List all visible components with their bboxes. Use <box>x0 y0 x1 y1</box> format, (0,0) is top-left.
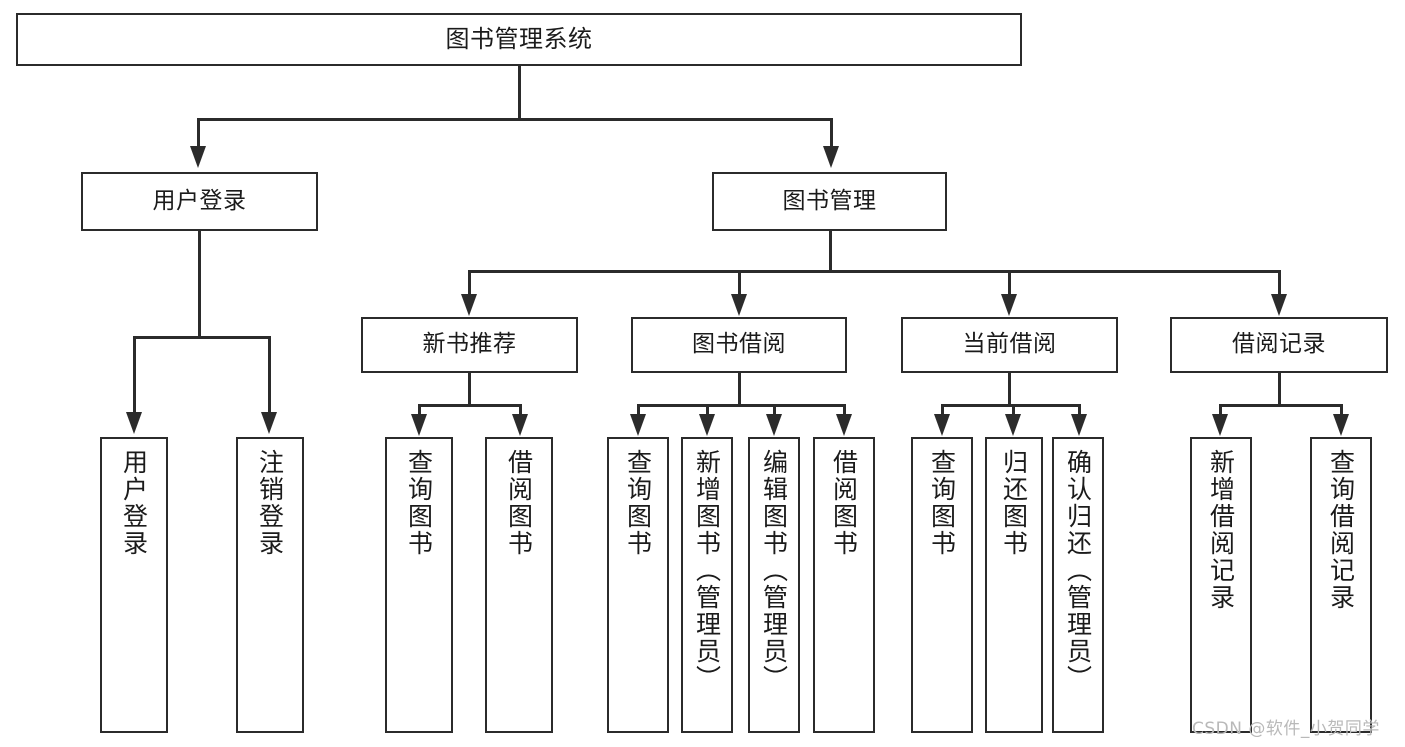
node-leaf-query-book-a-label: 查询图书 <box>404 449 434 557</box>
arrow-cb-leaf-3 <box>1071 414 1087 436</box>
connector-bb-leaf-3 <box>773 404 776 416</box>
arrow-bb-leaf-4 <box>836 414 852 436</box>
node-current-borrow-label: 当前借阅 <box>962 331 1057 358</box>
node-leaf-edit-book[interactable]: 编辑图书（管理员） <box>748 437 800 733</box>
node-borrow-record[interactable]: 借阅记录 <box>1170 317 1388 373</box>
connector-bb-leaf-2 <box>706 404 709 416</box>
node-leaf-add-book-label: 新增图书（管理员） <box>692 449 722 692</box>
node-user-login[interactable]: 用户登录 <box>81 172 318 231</box>
arrow-br-leaf-2 <box>1333 414 1349 436</box>
node-leaf-return-book[interactable]: 归还图书 <box>985 437 1043 733</box>
node-leaf-confirm-return[interactable]: 确认归还（管理员） <box>1052 437 1104 733</box>
node-leaf-edit-book-label: 编辑图书（管理员） <box>759 449 789 692</box>
node-leaf-query-book-c[interactable]: 查询图书 <box>911 437 973 733</box>
connector-user-login-to-leaf-2 <box>268 336 271 415</box>
arrow-root-to-book-manage <box>823 146 839 168</box>
node-root[interactable]: 图书管理系统 <box>16 13 1022 66</box>
connector-bb-leaf-1 <box>637 404 640 416</box>
node-leaf-borrow-book-a[interactable]: 借阅图书 <box>485 437 553 733</box>
connector-book-borrow-bus <box>637 404 845 407</box>
connector-borrow-record-bus <box>1219 404 1342 407</box>
node-leaf-logout[interactable]: 注销登录 <box>236 437 304 733</box>
connector-root-bus <box>197 118 832 121</box>
connector-to-book-borrow <box>738 270 741 295</box>
arrow-br-leaf-1 <box>1212 414 1228 436</box>
node-leaf-query-record[interactable]: 查询借阅记录 <box>1310 437 1372 733</box>
node-leaf-borrow-book-b-label: 借阅图书 <box>829 449 859 557</box>
node-book-manage[interactable]: 图书管理 <box>712 172 947 231</box>
node-leaf-borrow-book-b[interactable]: 借阅图书 <box>813 437 875 733</box>
node-leaf-query-record-label: 查询借阅记录 <box>1326 449 1356 611</box>
arrow-bb-leaf-1 <box>630 414 646 436</box>
node-user-login-label: 用户登录 <box>152 187 247 214</box>
connector-new-book-recommend-stem <box>468 373 471 405</box>
arrow-user-login-to-leaf-1 <box>126 412 142 434</box>
arrow-cb-leaf-2 <box>1005 414 1021 436</box>
arrow-user-login-to-leaf-2 <box>261 412 277 434</box>
connector-book-manage-bus <box>468 270 1280 273</box>
node-leaf-query-book-b[interactable]: 查询图书 <box>607 437 669 733</box>
connector-current-borrow-bus <box>941 404 1080 407</box>
connector-nbr-leaf-2 <box>519 404 522 416</box>
arrow-bb-leaf-3 <box>766 414 782 436</box>
connector-book-borrow-stem <box>738 373 741 405</box>
connector-nbr-leaf-1 <box>418 404 421 416</box>
connector-to-current-borrow <box>1008 270 1011 295</box>
arrow-cb-leaf-1 <box>934 414 950 436</box>
connector-user-login-bus <box>133 336 270 339</box>
csdn-watermark: CSDN @软件_小贺同学 <box>1192 719 1380 739</box>
node-leaf-user-login[interactable]: 用户登录 <box>100 437 168 733</box>
connector-cb-leaf-1 <box>941 404 944 416</box>
connector-new-book-recommend-bus <box>418 404 521 407</box>
arrow-root-to-user-login <box>190 146 206 168</box>
connector-cb-leaf-2 <box>1012 404 1015 416</box>
node-leaf-return-book-label: 归还图书 <box>999 449 1029 557</box>
arrow-to-borrow-record <box>1271 294 1287 316</box>
connector-br-leaf-2 <box>1340 404 1343 416</box>
node-leaf-logout-label: 注销登录 <box>255 449 285 557</box>
node-leaf-add-book[interactable]: 新增图书（管理员） <box>681 437 733 733</box>
node-book-manage-label: 图书管理 <box>782 187 877 214</box>
node-leaf-user-login-label: 用户登录 <box>119 449 149 557</box>
arrow-to-book-borrow <box>731 294 747 316</box>
arrow-nbr-leaf-2 <box>512 414 528 436</box>
arrow-bb-leaf-2 <box>699 414 715 436</box>
connector-cb-leaf-3 <box>1078 404 1081 416</box>
node-book-borrow[interactable]: 图书借阅 <box>631 317 847 373</box>
arrow-nbr-leaf-1 <box>411 414 427 436</box>
connector-root-stem <box>518 66 521 118</box>
connector-root-to-book-manage <box>830 118 833 146</box>
node-leaf-query-book-b-label: 查询图书 <box>623 449 653 557</box>
node-leaf-add-record[interactable]: 新增借阅记录 <box>1190 437 1252 733</box>
connector-bb-leaf-4 <box>843 404 846 416</box>
arrow-to-new-book-recommend <box>461 294 477 316</box>
connector-book-manage-stem <box>829 231 832 271</box>
node-borrow-record-label: 借阅记录 <box>1232 331 1326 358</box>
connector-borrow-record-stem <box>1278 373 1281 405</box>
connector-user-login-to-leaf-1 <box>133 336 136 415</box>
connector-to-borrow-record <box>1278 270 1281 295</box>
node-new-book-recommend-label: 新书推荐 <box>422 331 517 358</box>
node-leaf-query-book-a[interactable]: 查询图书 <box>385 437 453 733</box>
node-book-borrow-label: 图书借阅 <box>692 331 786 358</box>
arrow-to-current-borrow <box>1001 294 1017 316</box>
node-root-label: 图书管理系统 <box>445 25 593 54</box>
connector-br-leaf-1 <box>1219 404 1222 416</box>
node-new-book-recommend[interactable]: 新书推荐 <box>361 317 578 373</box>
node-leaf-confirm-return-label: 确认归还（管理员） <box>1063 449 1093 692</box>
connector-root-to-user-login <box>197 118 200 146</box>
node-leaf-query-book-c-label: 查询图书 <box>927 449 957 557</box>
node-current-borrow[interactable]: 当前借阅 <box>901 317 1118 373</box>
connector-current-borrow-stem <box>1008 373 1011 405</box>
node-leaf-borrow-book-a-label: 借阅图书 <box>504 449 534 557</box>
node-leaf-add-record-label: 新增借阅记录 <box>1206 449 1236 611</box>
connector-user-login-stem <box>198 231 201 336</box>
connector-to-new-book-recommend <box>468 270 471 295</box>
